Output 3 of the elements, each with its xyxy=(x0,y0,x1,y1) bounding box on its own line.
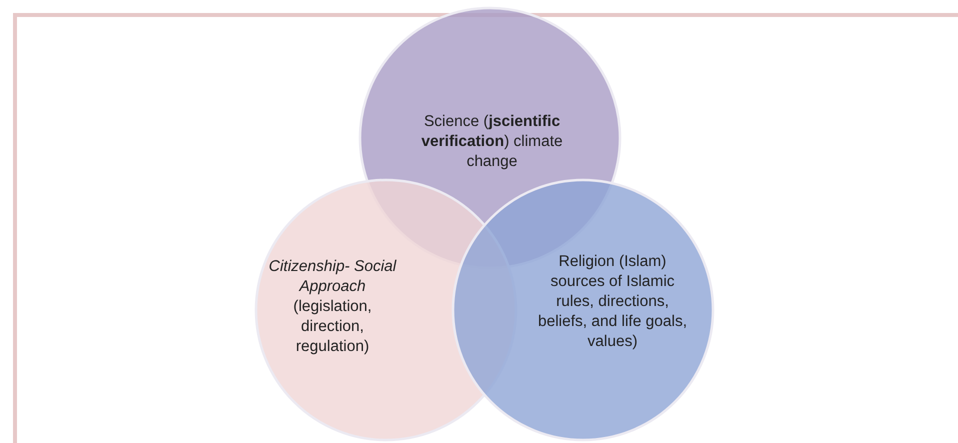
circle-label: Religion (Islam) sources of Islamic rules, directions, beliefs, and life goals, values) xyxy=(536,252,688,352)
circle-label: Citizenship- Social Approach (legislation, direction, regulation) xyxy=(268,257,398,357)
circle-label: Science (jscientific verification) climate change xyxy=(420,112,564,172)
